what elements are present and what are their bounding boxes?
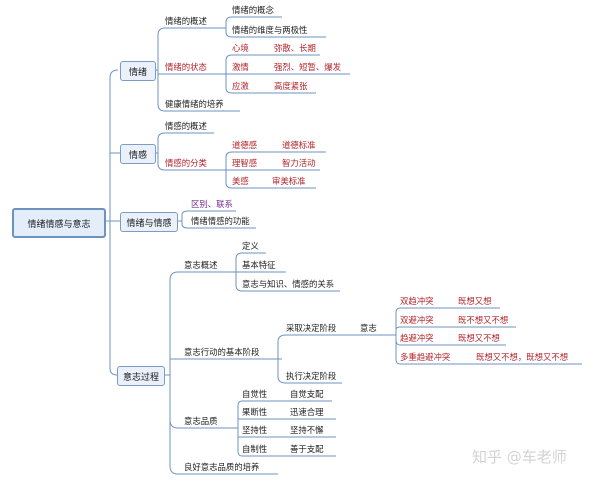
class-beauty-desc: 审美标准 [272, 176, 306, 186]
connector [236, 400, 332, 429]
connector [235, 272, 340, 292]
emotion-states: 情绪的状态 [165, 62, 207, 72]
connector [230, 252, 266, 273]
class-moral-desc: 道德标准 [282, 140, 316, 150]
connector [104, 69, 119, 222]
connector [277, 334, 354, 360]
conflict-multiple: 多重趋避冲突 [400, 352, 451, 362]
conflict-avoid-avoid-desc: 既不想又不想 [458, 315, 509, 325]
connector [395, 326, 516, 335]
connector [222, 151, 326, 171]
branch-will-process[interactable]: 意志过程 [117, 366, 165, 386]
connector [169, 375, 278, 475]
quality-decisive: 果断性 [242, 407, 268, 417]
will-overview: 意志概述 [184, 260, 218, 270]
quality-selfcontrol-desc: 善于支配 [290, 444, 324, 454]
quality-persistent: 坚持性 [242, 425, 268, 435]
connector [109, 221, 118, 376]
conflict-approach-approach: 双趋冲突 [400, 296, 434, 306]
will-good-quality: 良好意志品质的培养 [184, 462, 260, 472]
class-moral: 道德感 [232, 140, 258, 150]
emotion-feeling-function: 情绪情感的功能 [191, 216, 250, 226]
connector [237, 428, 336, 457]
will-definition: 定义 [242, 241, 259, 251]
emotion-healthy: 健康情绪的培养 [165, 99, 224, 109]
stage-execute: 执行决定阶段 [286, 371, 337, 381]
conflict-avoid-avoid: 双避冲突 [400, 315, 434, 325]
quality-conscious-desc: 自觉支配 [290, 389, 324, 399]
emotion-overview: 情绪的概述 [165, 16, 207, 26]
branch-emotion[interactable]: 情绪 [120, 61, 156, 81]
conflict-node: 意志 [360, 323, 377, 333]
connector [222, 16, 282, 29]
state-passion: 激情 [232, 62, 249, 72]
connector [277, 359, 342, 384]
quality-decisive-desc: 迅速合理 [290, 407, 324, 417]
emotion-dimension: 情绪的维度与两极性 [232, 25, 308, 35]
state-mood-desc: 弥散、长期 [274, 43, 316, 53]
conflict-approach-avoid: 趋避冲突 [400, 333, 434, 343]
diff-and-link: 区别、联系 [191, 199, 233, 209]
branch-feeling[interactable]: 情感 [120, 144, 156, 164]
state-stress-desc: 高度紧张 [274, 81, 308, 91]
quality-persistent-desc: 坚持不懈 [290, 425, 324, 435]
class-intellect: 理智感 [232, 158, 258, 168]
stage-decide: 采取决定阶段 [286, 323, 337, 333]
connector [157, 153, 222, 171]
class-intellect-desc: 智力活动 [282, 158, 316, 168]
conflict-multiple-desc: 既想又不想，既想又不想 [476, 352, 569, 362]
emotion-concept: 情绪的概念 [232, 5, 274, 15]
root-node[interactable]: 情绪情感与意志 [12, 208, 106, 238]
connector [392, 307, 500, 336]
will-stages: 意志行动的基本阶段 [184, 347, 260, 357]
feeling-overview: 情感的概述 [165, 121, 207, 131]
feeling-classes: 情感的分类 [165, 158, 207, 168]
state-mood: 心境 [232, 43, 249, 53]
connector [157, 70, 240, 112]
connector [154, 27, 222, 71]
quality-selfcontrol: 自制性 [242, 444, 268, 454]
will-relations: 意志与知识、情感的关系 [242, 279, 335, 289]
branch-emotion-and-feeling[interactable]: 情绪与情感 [120, 212, 178, 232]
conflict-approach-approach-desc: 既想又想 [458, 296, 492, 306]
connector [176, 210, 236, 222]
connector [225, 74, 316, 94]
connector [222, 54, 320, 75]
will-quality: 意志品质 [184, 416, 218, 426]
quality-conscious: 自觉性 [242, 389, 268, 399]
connector [163, 271, 230, 376]
connector [225, 170, 316, 189]
conflict-approach-avoid-desc: 既想又不想 [458, 333, 500, 343]
connector [395, 335, 582, 365]
state-stress: 应激 [232, 81, 249, 91]
connector [154, 132, 214, 154]
connector [181, 221, 256, 229]
class-beauty: 美感 [232, 176, 249, 186]
watermark: 知乎 @车老师 [472, 448, 567, 466]
will-features: 基本特征 [242, 260, 276, 270]
connector [225, 28, 326, 38]
state-passion-desc: 强烈、短暂、爆发 [274, 62, 341, 72]
